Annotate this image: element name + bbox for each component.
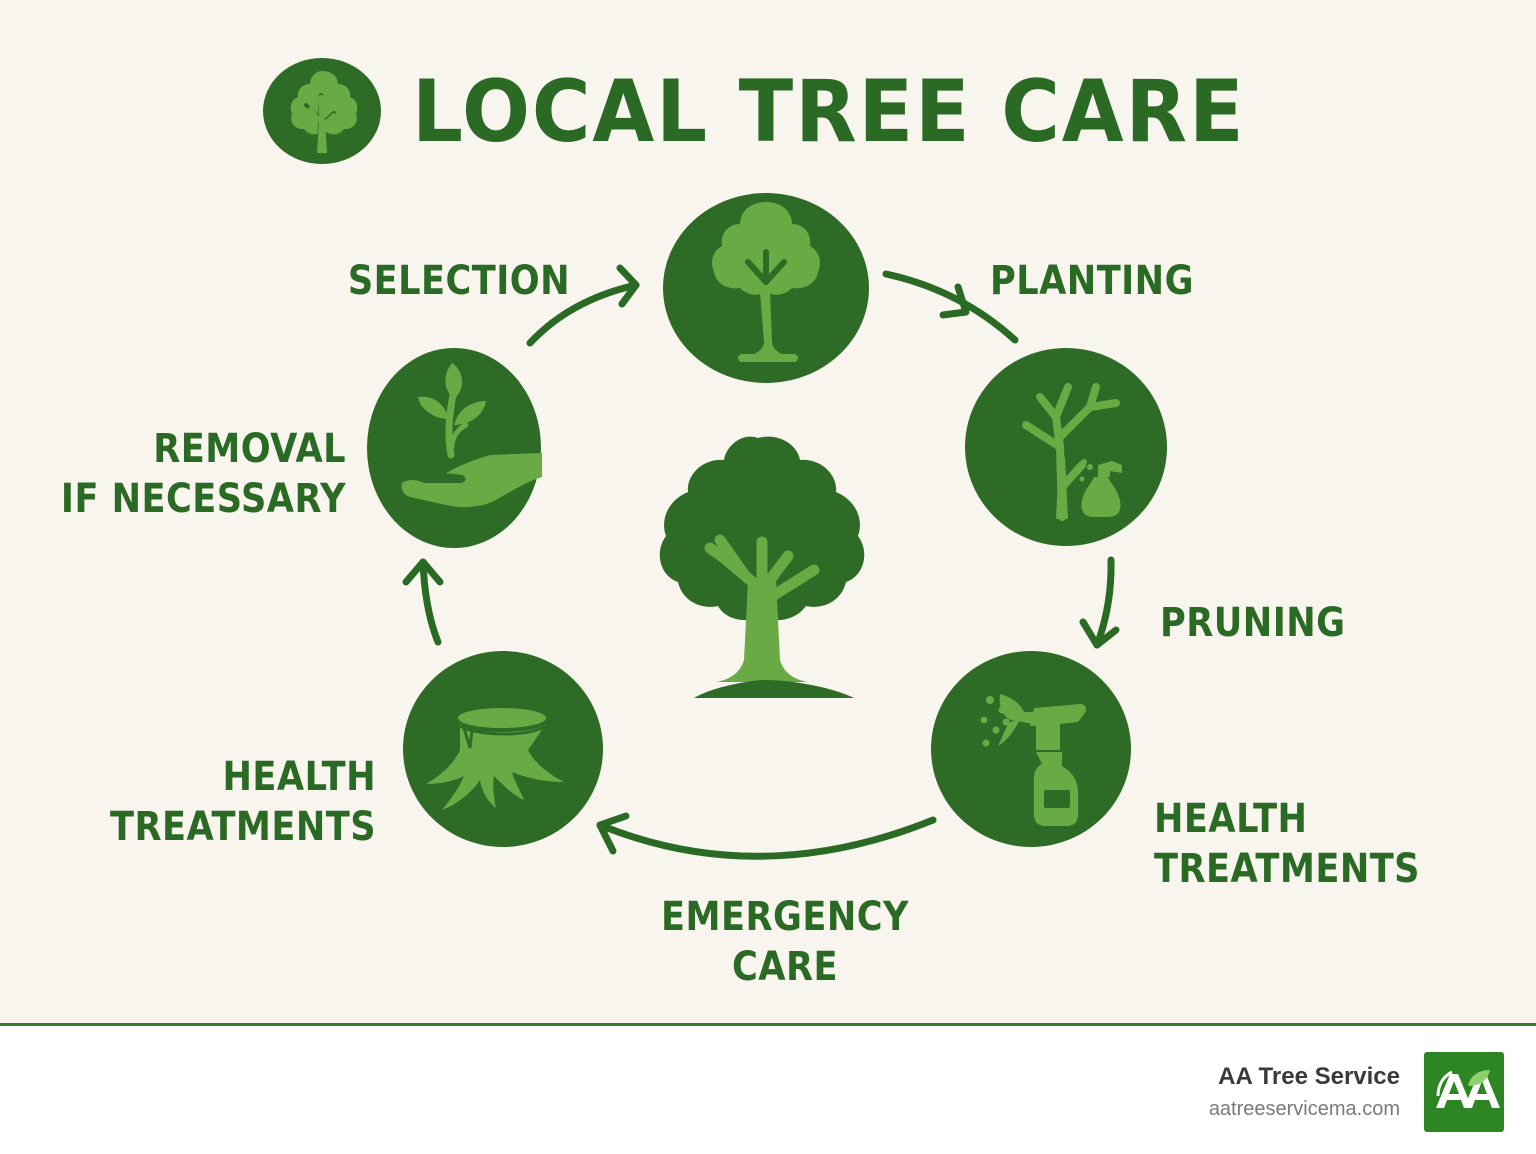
step-emergency-stump-icon — [403, 651, 603, 847]
brand-name: AA Tree Service — [1218, 1063, 1400, 1090]
footer-divider — [0, 1023, 1536, 1026]
infographic-canvas: LOCAL TREE CARE — [0, 0, 1536, 1024]
footer — [0, 1026, 1536, 1154]
step-health-spray-bottle-icon — [931, 651, 1131, 847]
step-selection-tree-icon — [663, 193, 869, 383]
page-title: LOCAL TREE CARE — [412, 62, 1246, 162]
cycle-arrows — [402, 264, 1120, 860]
brand-url[interactable]: aatreeservicema.com — [1208, 1098, 1400, 1120]
label-emergency-care: EMERGENCY CARE — [661, 894, 909, 990]
title-tree-badge-icon — [263, 58, 381, 164]
arrow-top-to-planting — [882, 270, 1019, 344]
aa-leaf-logo-icon — [1424, 1052, 1504, 1132]
label-pruning: PRUNING — [1160, 600, 1346, 646]
step-planting-bare-tree-spray-icon — [965, 348, 1167, 546]
arrow-emergency — [596, 816, 937, 860]
arrow-to-pruning — [1093, 556, 1115, 649]
step-removal-seedling-hand-icon — [367, 348, 542, 548]
label-removal-if-necessary: REMOVAL IF NECESSARY — [60, 426, 346, 522]
center-large-tree-icon — [659, 436, 865, 698]
label-planting: PLANTING — [990, 258, 1194, 304]
label-health-treatments-left: HEALTH TREATMENTS — [110, 754, 376, 850]
label-selection: SELECTION — [347, 258, 570, 304]
label-health-treatments-right: HEALTH TREATMENTS — [1154, 796, 1420, 892]
arrow-selection-to-top — [526, 281, 640, 347]
arrow-health-to-removal — [419, 558, 442, 646]
